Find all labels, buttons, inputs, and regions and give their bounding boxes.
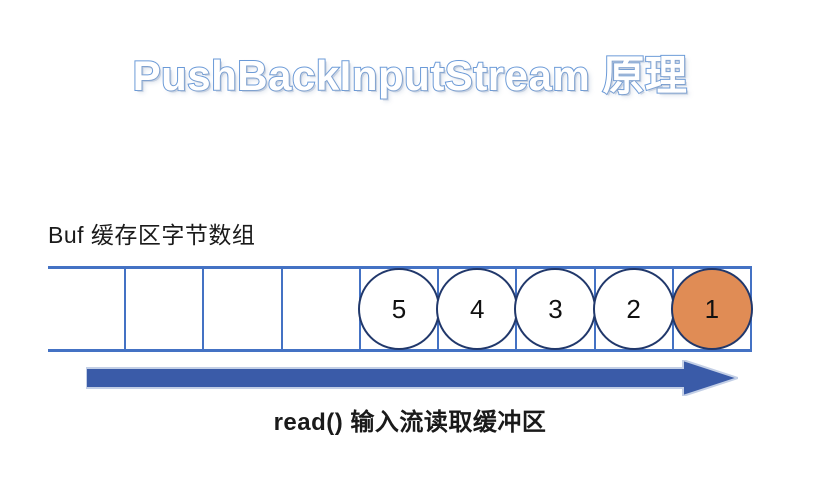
buffer-byte-circle-highlighted: 1 xyxy=(670,268,753,350)
buffer-cell-7: 3 xyxy=(514,268,597,350)
buffer-byte-circle: 5 xyxy=(357,268,440,350)
buffer-byte-circle: 3 xyxy=(514,268,597,350)
buffer-byte-circle: 4 xyxy=(436,268,519,350)
page-title: PushBackInputStream 原理 xyxy=(132,51,688,100)
buffer-cell-5: 5 xyxy=(357,268,440,350)
buffer-cell-1 xyxy=(48,269,124,349)
buffer-cell-6: 4 xyxy=(436,268,519,350)
buffer-byte-circle: 2 xyxy=(592,268,675,350)
buffer-cell-2 xyxy=(124,269,202,349)
read-flow-caption: read() 输入流读取缓冲区 xyxy=(273,409,547,436)
buffer-label: Buf 缓存区字节数组 xyxy=(48,222,256,248)
right-arrow-icon xyxy=(86,360,738,396)
buffer-byte-array-table: 5 4 3 2 1 xyxy=(48,266,753,352)
buffer-cell-3 xyxy=(202,269,280,349)
buffer-cell-8: 2 xyxy=(592,268,675,350)
buffer-cell-4 xyxy=(280,269,359,349)
buffer-cell-9: 1 xyxy=(670,268,753,350)
